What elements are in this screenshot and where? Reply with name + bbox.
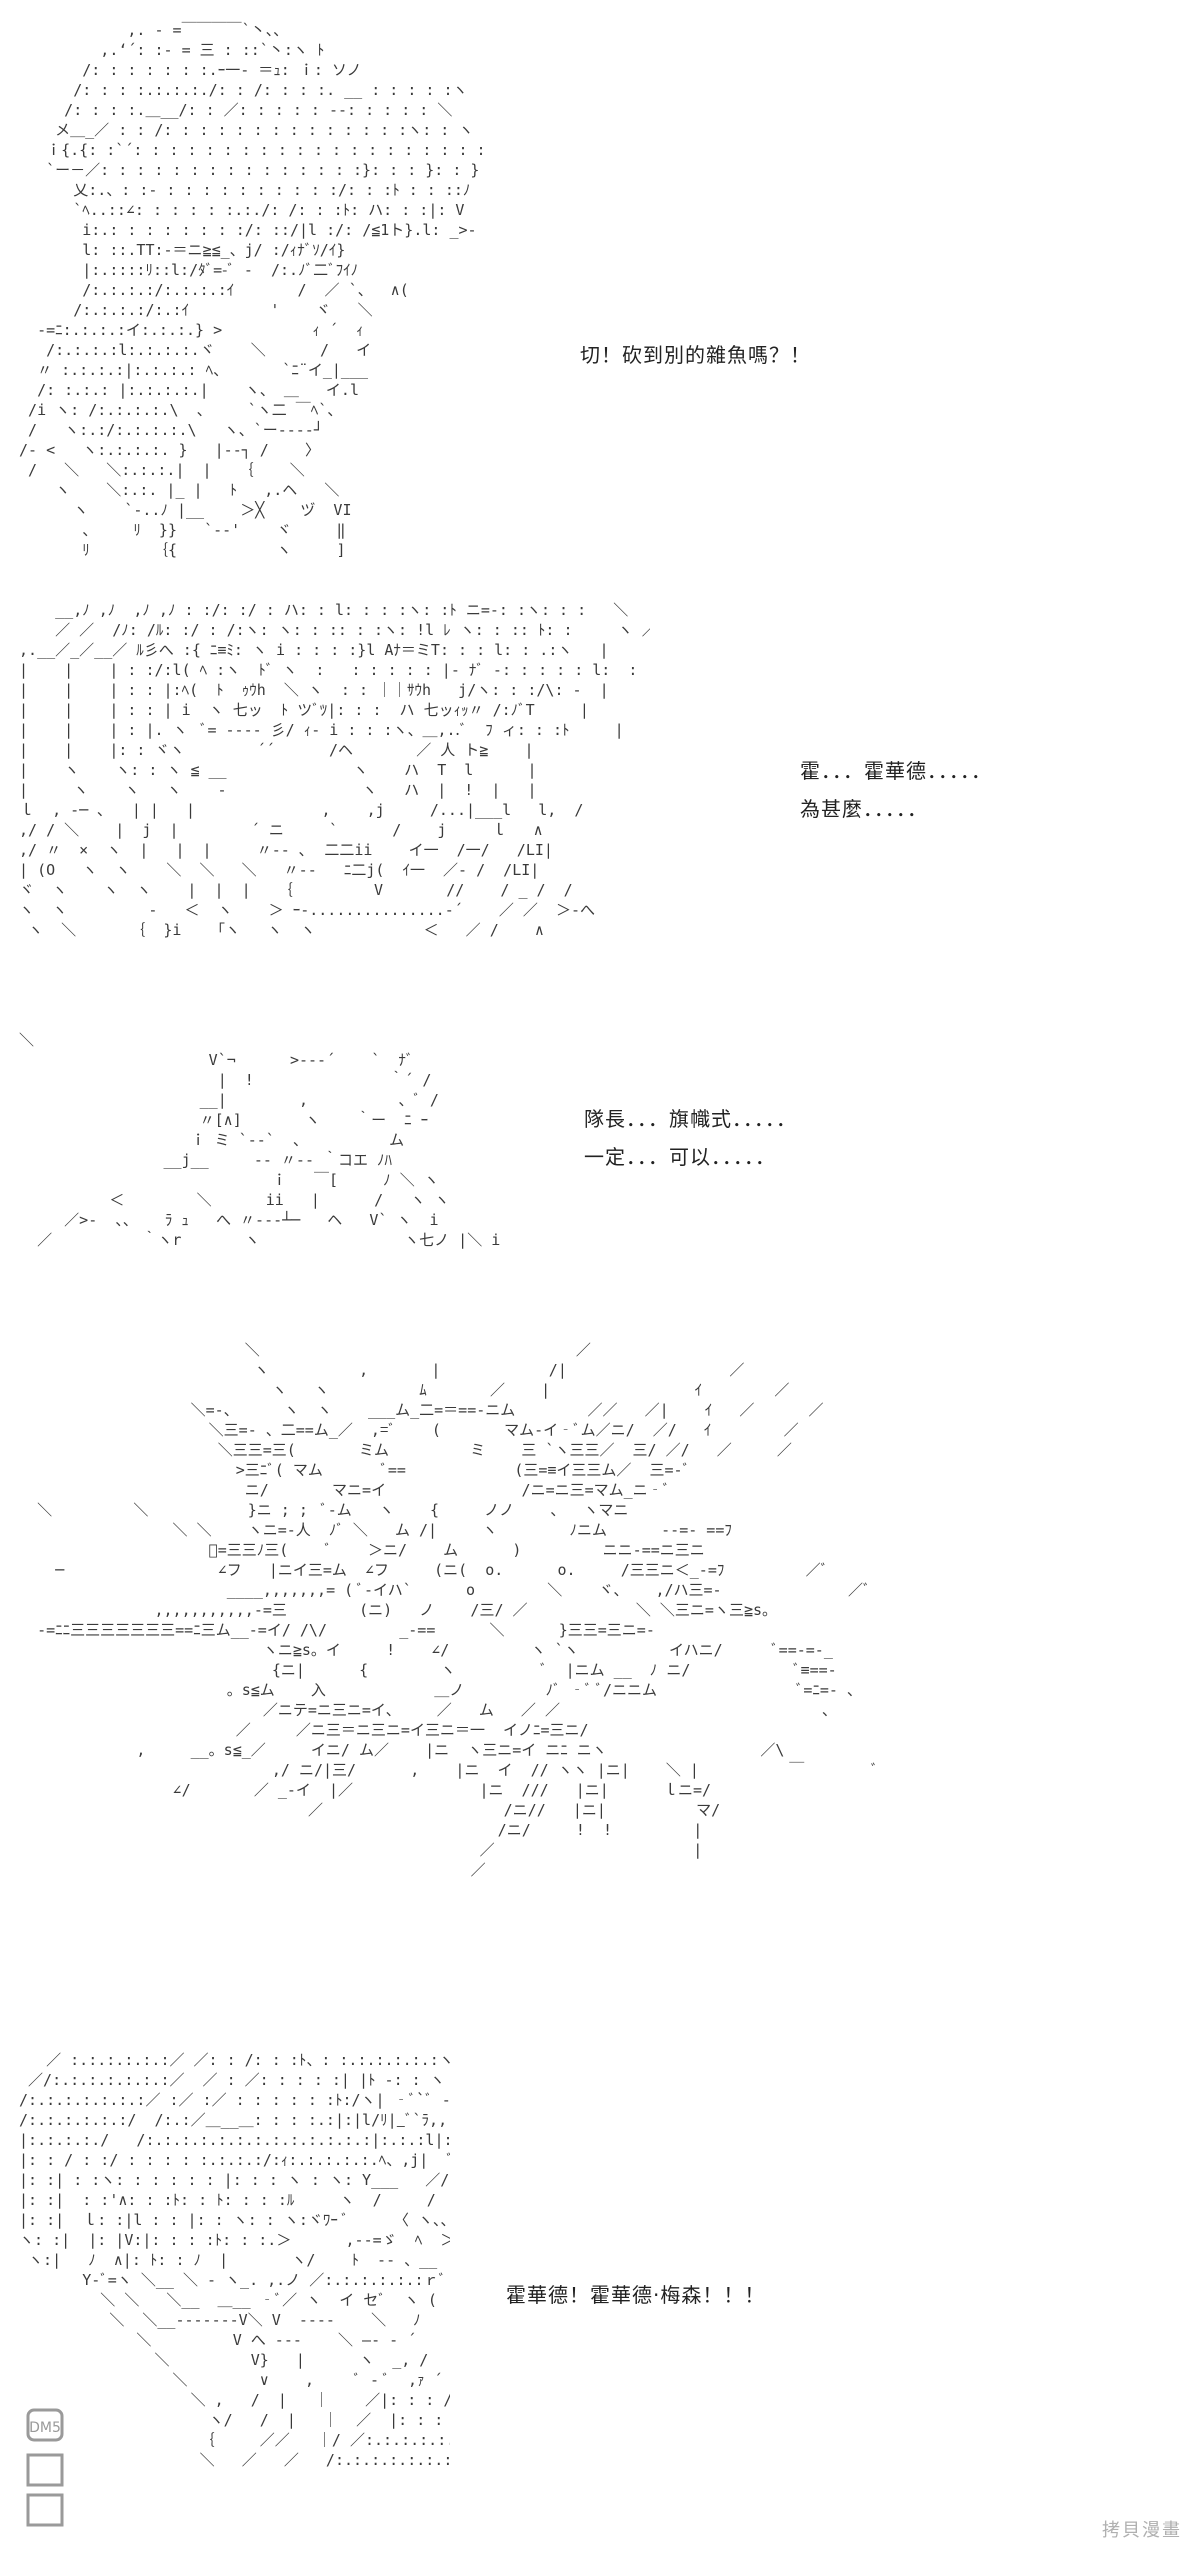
ascii-art-figure-5: ／ :.:.:.:.:.:／ ／: : /: : :ﾄ、: :.:.:.:.:.… bbox=[19, 2051, 450, 2469]
dialogue-line: 切！砍到別的雜魚嗎？！ bbox=[580, 343, 811, 367]
panel-1: ,. ‐ =￣￣￣￣`丶、、 ,.‘´: :‐ = 三 : ::`丶:ヽ ﾄ /… bbox=[0, 0, 1200, 570]
ascii-art-explosion: ＼ ／ ヽ , | /| ／ ヽ ヽ ﾑ ／ | ｲ bbox=[37, 1341, 879, 1879]
dialogue-line: 霍華德！霍華德·梅森！！！ bbox=[506, 2283, 766, 2307]
dialogue-panel-5: 霍華德！霍華德·梅森！！！ bbox=[506, 2276, 765, 2314]
ascii-art-figure-1: ,. ‐ =￣￣￣￣`丶、、 ,.‘´: :‐ = 三 : ::`丶:ヽ ﾄ /… bbox=[19, 21, 486, 559]
dm5-logo-text: DM5 bbox=[29, 2420, 61, 2436]
dialogue-line: 一定．．．可以．．．．． bbox=[584, 1145, 776, 1169]
dialogue-panel-3: 隊長．．．旗幟式．．．．． 一定．．．可以．．．．． bbox=[584, 1100, 797, 1176]
dm5-logo-icon: DM5 bbox=[26, 2408, 64, 2527]
dialogue-line: 霍．．．霍華德．．．．． bbox=[800, 759, 992, 783]
dialogue-line: 隊長．．．旗幟式．．．．． bbox=[584, 1107, 797, 1131]
dialogue-line: 為甚麼．．．．． bbox=[800, 797, 928, 821]
panel-4: ＼ ／ ヽ , | /| ／ ヽ ヽ ﾑ ／ | ｲ bbox=[0, 1330, 1200, 2030]
panel-3: ＼ V`¬ >‐‐‐´ ` ﾅﾞ | ! ｀´ / __| , 、ﾞ / 〃[∧… bbox=[0, 1020, 1200, 1320]
panel-5: ／ :.:.:.:.:.:／ ／: : /: : :ﾄ、: :.:.:.:.:.… bbox=[0, 2040, 1200, 2540]
copy-manga-watermark: 拷貝漫畫 bbox=[1102, 2520, 1182, 2541]
dialogue-panel-2: 霍．．．霍華德．．．．． 為甚麼．．．．． bbox=[800, 752, 992, 828]
panel-2: __,ﾉ ,ﾉ ,ﾉ ,ﾉ : :/: :/ : ハ: : l: : : :ヽ:… bbox=[0, 590, 1200, 1010]
dialogue-panel-1: 切！砍到別的雜魚嗎？！ bbox=[580, 336, 811, 374]
dm5-logo: DM5 bbox=[18, 2400, 78, 2530]
ascii-art-figure-2: __,ﾉ ,ﾉ ,ﾉ ,ﾉ : :/: :/ : ハ: : l: : : :ヽ:… bbox=[19, 601, 650, 939]
ascii-art-figure-3: ＼ V`¬ >‐‐‐´ ` ﾅﾞ | ! ｀´ / __| , 、ﾞ / 〃[∧… bbox=[19, 1031, 501, 1249]
